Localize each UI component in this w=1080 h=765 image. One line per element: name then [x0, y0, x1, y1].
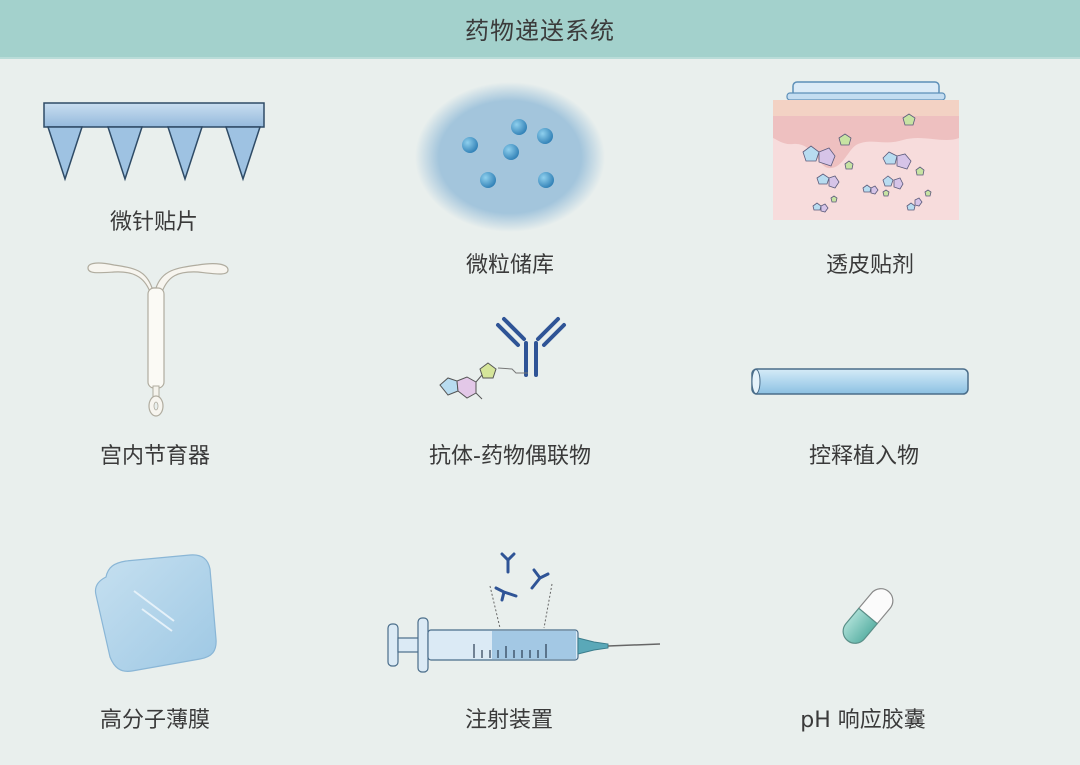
item-label: pH 响应胶囊 [800, 708, 926, 733]
item-label: 控释植入物 [808, 444, 920, 469]
header-bar: 药物递送系统 [0, 0, 1080, 59]
transdermal-patch-icon [773, 81, 959, 220]
item-label: 抗体-药物偶联物 [429, 444, 591, 469]
item-label: 微粒储库 [465, 253, 555, 278]
ph-responsive-capsule-icon [842, 588, 894, 644]
item-label: 微针贴片 [109, 210, 199, 235]
item-label: 透皮贴剂 [825, 253, 915, 278]
antibody-drug-conjugate-icon [439, 317, 566, 400]
item-label: 注射装置 [464, 708, 554, 733]
intrauterine-device-icon [87, 262, 229, 417]
page-title: 药物递送系统 [465, 17, 615, 45]
microparticle-depot-icon [415, 82, 605, 232]
microneedle-patch-icon [43, 102, 265, 182]
injection-device-icon [387, 552, 661, 673]
polymer-film-icon [94, 554, 217, 672]
controlled-release-implant-icon [751, 368, 969, 395]
item-label: 高分子薄膜 [99, 708, 211, 733]
item-label: 宫内节育器 [99, 444, 211, 469]
